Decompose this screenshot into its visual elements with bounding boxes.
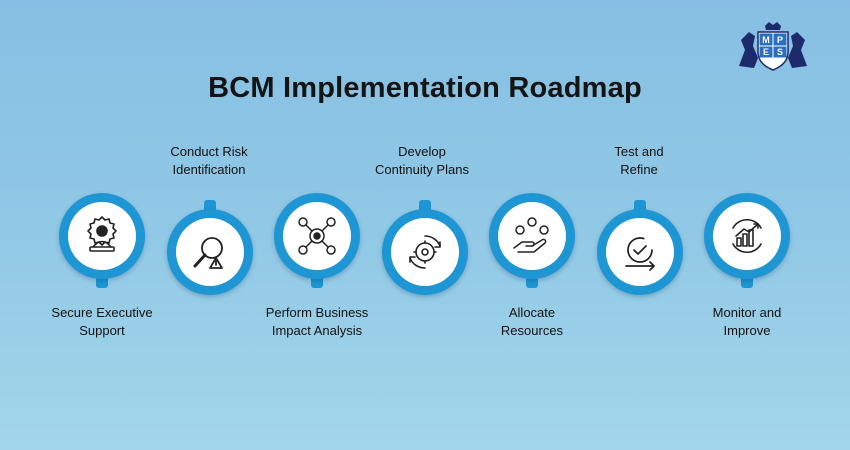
mpes-logo: M P E S [739,22,807,71]
left-lion-icon [739,32,758,68]
step-conduct-risk-identification [167,200,253,295]
step-monitor-and-improve [704,193,790,288]
step-secure-executive-support [59,193,145,288]
logo-letter-p: P [777,35,783,45]
logo-letter-e: E [763,47,769,57]
risk-magnifier-icon [193,237,223,269]
monitor-growth-icon [732,219,762,253]
impact-analysis-icon [298,217,336,255]
resources-hand-icon [513,217,549,253]
continuity-gear-icon [409,235,441,269]
step-test-and-refine [597,200,683,295]
logo-letter-m: M [762,35,770,45]
executive-support-icon [87,216,117,252]
step-allocate-resources [489,193,575,288]
right-lion-icon [788,32,807,68]
step-perform-business-impact-analysis [274,193,360,288]
logo-letter-s: S [777,47,783,57]
crown-icon [765,22,781,30]
page-title: BCM Implementation Roadmap [208,72,642,104]
test-refine-icon [625,237,655,271]
step-develop-continuity-plans [382,200,468,295]
